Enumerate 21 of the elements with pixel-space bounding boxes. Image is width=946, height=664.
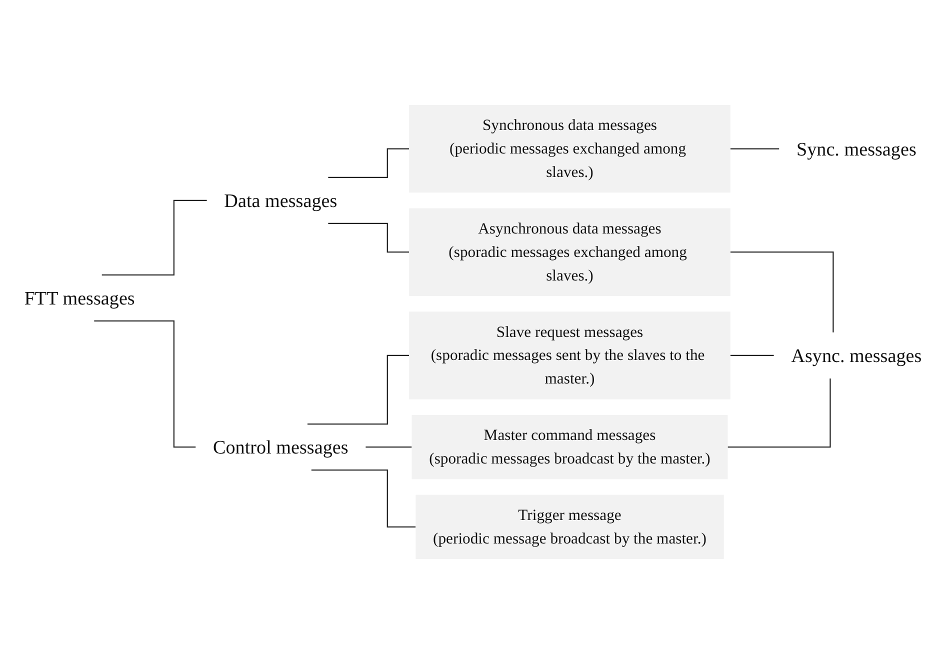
connector <box>728 378 831 448</box>
connector <box>730 252 834 332</box>
connector <box>311 470 416 528</box>
node-text: Control messages <box>213 436 348 458</box>
connector <box>328 148 410 178</box>
node-box: Trigger message (periodic message broadcast by the master.) <box>416 494 724 560</box>
node-box: Slave request messages (sporadic messages sent by the slaves to the master.) <box>409 312 730 400</box>
connector <box>730 354 774 356</box>
connector <box>94 320 196 448</box>
connector <box>328 222 410 253</box>
connector <box>366 446 412 448</box>
node-text: FTT messages <box>24 287 135 309</box>
node-text: Sync. messages <box>796 138 916 160</box>
node-box: Synchronous data messages (periodic messages exchanged among slaves.) <box>409 104 730 193</box>
node-text: Async. messages <box>791 344 922 366</box>
node-box: Asynchronous data messages (sporadic messages exchanged among slaves.) <box>409 208 730 296</box>
node-box: Master command messages (sporadic messages broadcast by the master.) <box>412 414 728 480</box>
node-text: Data messages <box>224 190 338 212</box>
connector <box>307 354 410 425</box>
connector <box>102 200 208 276</box>
connector <box>730 148 780 150</box>
